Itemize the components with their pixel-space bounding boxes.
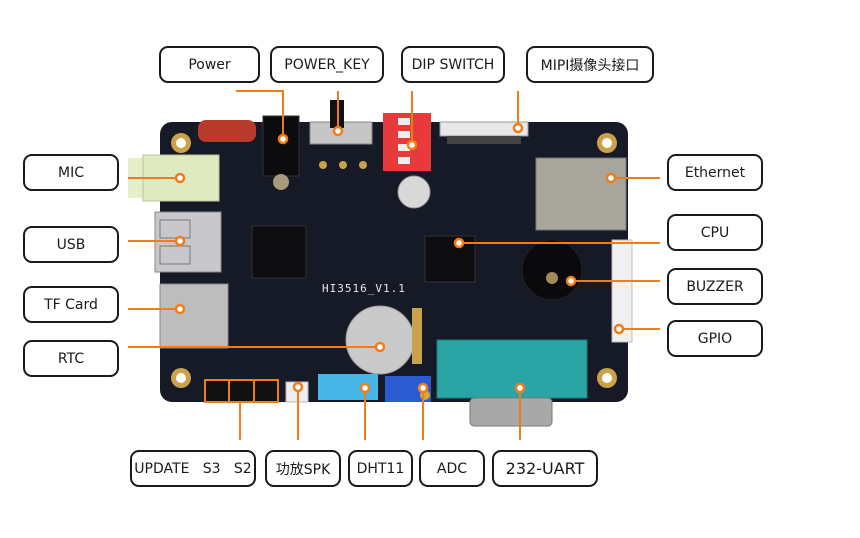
label-ethernet: Ethernet [667, 154, 763, 191]
label-dht11: DHT11 [348, 450, 413, 487]
label-uart: 232-UART [492, 450, 598, 487]
mic-jack [128, 158, 146, 198]
label-adc: ADC [419, 450, 485, 487]
label-mipi: MIPI摄像头接口 [526, 46, 654, 83]
label-dip-switch: DIP SWITCH [401, 46, 505, 83]
label-power-key: POWER_KEY [270, 46, 384, 83]
label-gpio: GPIO [667, 320, 763, 357]
label-tf-card: TF Card [23, 286, 119, 323]
label-cpu: CPU [667, 214, 763, 251]
label-buzzer: BUZZER [667, 268, 763, 305]
silkscreen-model: HI3516_V1.1 [322, 282, 406, 295]
label-mic: MIC [23, 154, 119, 191]
label-update: UPDATE S3 S2 [130, 450, 256, 487]
label-rtc: RTC [23, 340, 119, 377]
label-spk: 功放SPK [265, 450, 341, 487]
pcb-board [160, 122, 628, 402]
label-power: Power [159, 46, 260, 83]
label-usb: USB [23, 226, 119, 263]
